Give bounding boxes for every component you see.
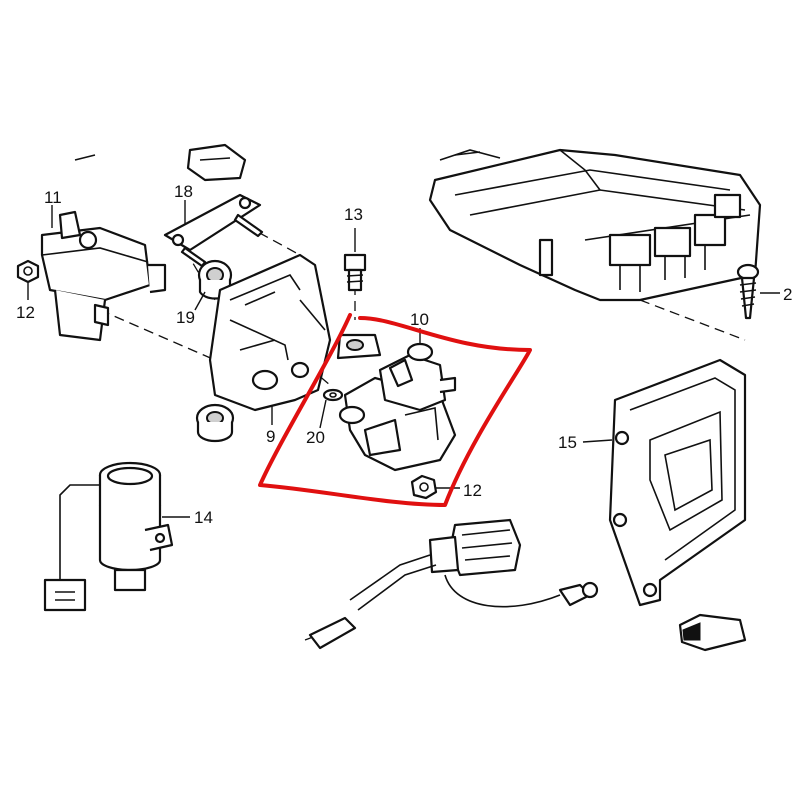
bottom-right-connector <box>678 613 747 652</box>
gasket-part-18 <box>163 193 262 252</box>
nut-part-12-left <box>16 259 40 300</box>
rubber-mount-lower <box>195 403 235 443</box>
valve-part-10 <box>338 328 457 472</box>
pressure-converter-part-11 <box>40 205 167 342</box>
top-connector-part <box>186 143 247 182</box>
label-15: 15 <box>558 433 577 452</box>
control-unit <box>74 148 762 302</box>
bolt-part-13 <box>343 228 367 292</box>
label-11: 11 <box>44 188 62 207</box>
label-10: 10 <box>410 310 429 329</box>
label-9: 9 <box>266 427 275 446</box>
screw-part-2 <box>736 263 780 320</box>
label-19: 19 <box>176 308 195 327</box>
label-14: 14 <box>194 508 213 527</box>
label-12-left: 12 <box>16 303 35 322</box>
label-12-center: 12 <box>463 481 482 500</box>
label-18: 18 <box>174 182 193 201</box>
highlight-outline <box>258 313 532 507</box>
bracket-part-15 <box>582 358 747 607</box>
label-13: 13 <box>344 205 363 224</box>
washer-part-20 <box>319 388 344 429</box>
label-2: 2 <box>783 285 792 304</box>
mount-under-bolt-13 <box>336 333 382 360</box>
wiring-harness <box>308 518 599 650</box>
label-20: 20 <box>306 428 325 447</box>
bracket-part-9 <box>208 253 332 425</box>
pump-part-14 <box>43 461 190 612</box>
nut-part-12-center <box>410 474 460 500</box>
